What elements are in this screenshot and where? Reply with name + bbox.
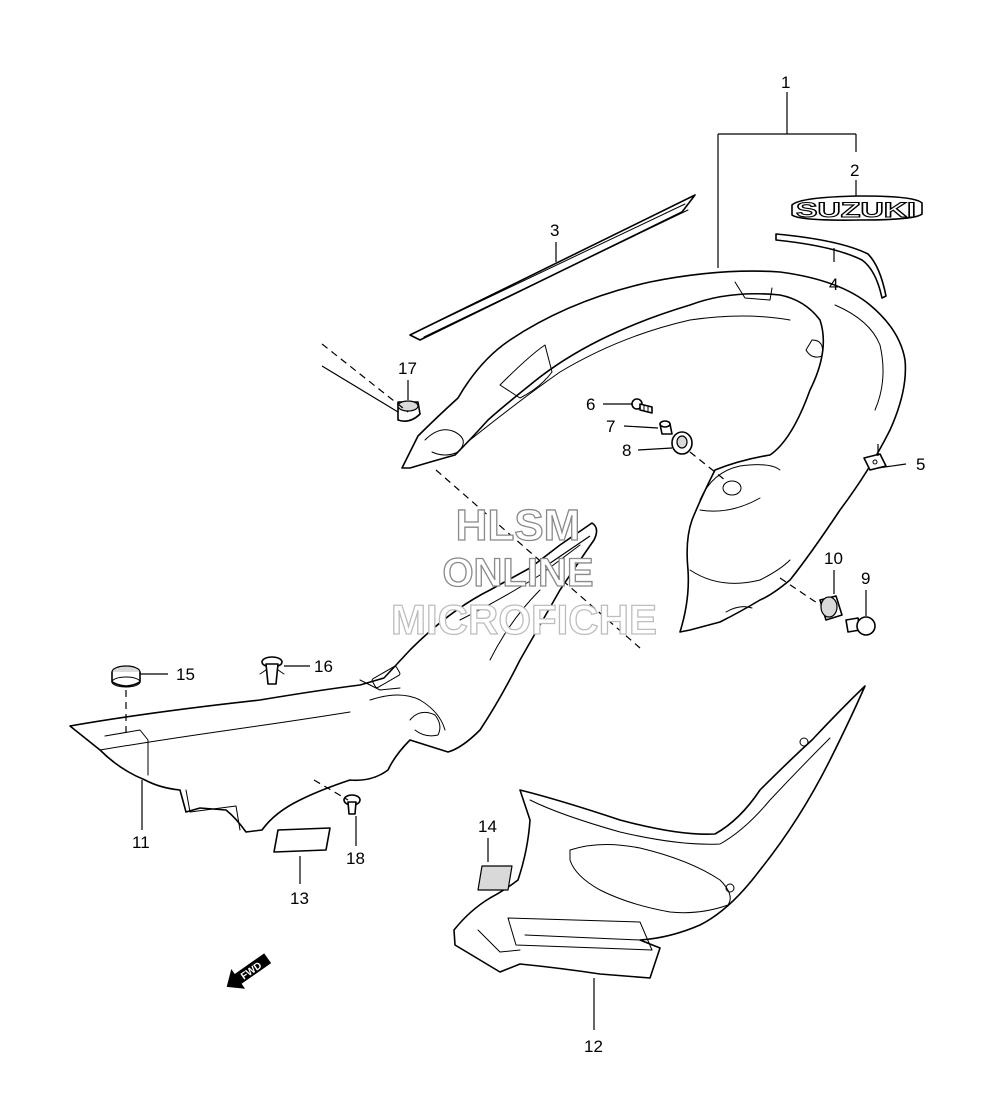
callout-numbers: 1 2 3 4 5 6 7 8 9 10 11 12 13 14 15 16 1… <box>132 73 925 1056</box>
part-5-nut <box>863 453 887 471</box>
part-7-collar <box>659 420 673 435</box>
callout-1: 1 <box>781 73 790 92</box>
callout-15: 15 <box>176 665 195 684</box>
callout-7: 7 <box>606 417 615 436</box>
callout-8: 8 <box>622 441 631 460</box>
callout-18: 18 <box>346 849 365 868</box>
callout-2: 2 <box>850 161 859 180</box>
suzuki-logo-text: SUZUKI <box>796 199 916 222</box>
part-16-clip <box>259 656 285 685</box>
part-14-pad <box>477 865 513 891</box>
callout-13: 13 <box>290 889 309 908</box>
part-13-pad <box>273 827 331 853</box>
part-3-trim-strip <box>409 194 696 341</box>
leader-lines <box>125 92 907 1030</box>
watermark-line-3: MICROFICHE <box>391 596 657 643</box>
part-15-grommet <box>111 665 141 688</box>
part-17-grommet <box>397 400 421 422</box>
part-8-cushion <box>671 431 693 455</box>
callout-6: 6 <box>586 395 595 414</box>
callout-14: 14 <box>478 817 497 836</box>
watermark: HLSM ONLINE MICROFICHE <box>390 500 657 643</box>
callout-11: 11 <box>132 833 150 852</box>
part-9-bolt <box>845 616 876 636</box>
callout-10: 10 <box>824 549 843 568</box>
part-18-screw <box>343 794 361 815</box>
callout-4: 4 <box>829 275 838 294</box>
callout-5: 5 <box>916 455 925 474</box>
callout-17: 17 <box>398 359 417 378</box>
part-6-bolt <box>631 398 653 414</box>
part-4-curved-trim <box>775 233 887 299</box>
part-2-suzuki-emblem: SUZUKI <box>791 195 923 223</box>
callout-12: 12 <box>584 1037 603 1056</box>
part-11-frame-cover <box>69 522 598 833</box>
part-1-seat-tail-cowl <box>401 270 907 633</box>
callout-16: 16 <box>314 657 333 676</box>
part-10-grommet <box>819 595 843 621</box>
callout-3: 3 <box>550 221 559 240</box>
watermark-line-1: HLSM <box>456 501 581 550</box>
watermark-line-2: ONLINE <box>442 551 593 595</box>
callout-9: 9 <box>861 569 870 588</box>
fwd-arrow: FWD <box>226 953 272 989</box>
part-12-side-cover <box>453 685 866 979</box>
